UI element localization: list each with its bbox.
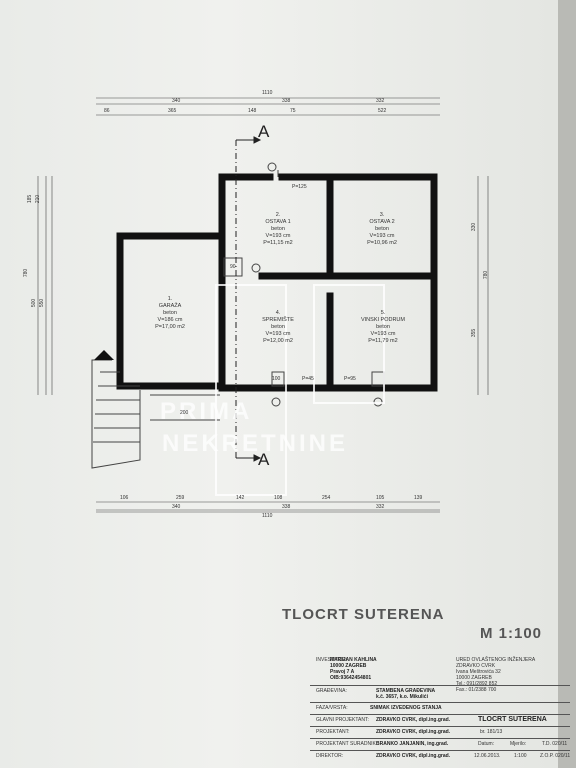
dim-label: 780 bbox=[23, 268, 30, 278]
dim-label: 75 bbox=[290, 108, 296, 114]
opening-label: 100 bbox=[272, 376, 281, 382]
opening-label: P=95 bbox=[344, 376, 356, 382]
north-arrow-icon bbox=[94, 350, 114, 360]
dim-label: 780 bbox=[483, 270, 490, 280]
dim-label: 550 bbox=[39, 298, 46, 308]
dim-label: 365 bbox=[168, 108, 177, 114]
tb-row-direktor: DIREKTOR: ZDRAVKO CVRK, dipl.ing.grad. 1… bbox=[310, 750, 570, 762]
dim-label: 254 bbox=[322, 495, 331, 501]
opening-label: 200 bbox=[180, 410, 189, 416]
tb-row-suradnik: PROJEKTANT SURADNIK: BRANKO JANJANIN, in… bbox=[310, 738, 570, 750]
dim-label: 340 bbox=[172, 98, 181, 104]
opening-label: P=45 bbox=[302, 376, 314, 382]
opening-label: P=125 bbox=[292, 184, 307, 190]
dim-label: 210 bbox=[35, 194, 42, 204]
dim-label: 148 bbox=[248, 108, 257, 114]
plan-title: TLOCRT SUTERENA bbox=[282, 606, 445, 623]
dim-label: 340 bbox=[172, 504, 181, 510]
tb-row-glavni: GLAVNI PROJEKTANT: ZDRAVKO CVRK, dipl.in… bbox=[310, 714, 570, 726]
dim-label: 338 bbox=[282, 98, 291, 104]
dim-label: 86 bbox=[104, 108, 110, 114]
tb-row-projektant: PROJEKTANT: ZDRAVKO CVRK, dipl.ing.grad.… bbox=[310, 726, 570, 738]
dim-label: 142 bbox=[236, 495, 245, 501]
dim-label: 338 bbox=[282, 504, 291, 510]
section-mark-bottom: A bbox=[258, 450, 270, 469]
investitor-label: INVESTITOR: bbox=[316, 657, 348, 663]
dim-label: 332 bbox=[376, 98, 385, 104]
tb-row-faza: FAZA/VRSTA: SNIMAK IZVEDENOG STANJA bbox=[310, 702, 570, 714]
dim-label: 259 bbox=[176, 495, 185, 501]
opening-label: 90 bbox=[230, 264, 236, 270]
sheet-edge bbox=[558, 0, 576, 768]
watermark-line1: PRIMA bbox=[160, 398, 253, 425]
dim-label: 330 bbox=[471, 222, 478, 232]
drawing-sheet bbox=[0, 0, 560, 768]
dim-label: 522 bbox=[378, 108, 387, 114]
section-mark-top: A bbox=[258, 122, 270, 141]
dim-label: 139 bbox=[414, 495, 423, 501]
wall bbox=[218, 173, 438, 392]
dim-label: 500 bbox=[31, 298, 38, 308]
dim-label: 355 bbox=[471, 328, 478, 338]
dim-top-total: 1110 bbox=[262, 90, 273, 96]
dim-label: 105 bbox=[376, 495, 385, 501]
dim-label: 108 bbox=[274, 495, 283, 501]
watermark-line2: NEKRETNINE bbox=[162, 430, 349, 457]
watermark-frame bbox=[215, 284, 287, 496]
plan-scale: M 1:100 bbox=[480, 625, 543, 642]
dim-label: 332 bbox=[376, 504, 385, 510]
dim-label: 185 bbox=[27, 194, 34, 204]
dim-bottom-total: 1110 bbox=[262, 513, 273, 519]
dim-label: 106 bbox=[120, 495, 129, 501]
